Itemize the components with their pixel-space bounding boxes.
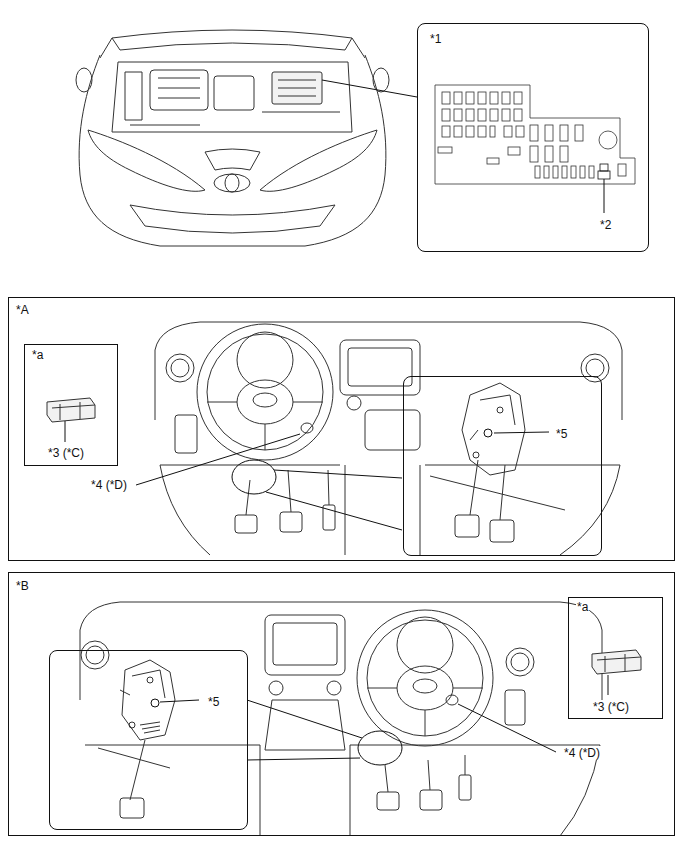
dashboard-rhd: [80, 602, 602, 836]
view-label: *A: [15, 303, 30, 317]
zoom-inset: *5: [403, 376, 602, 556]
callout-number: *4 (*D): [563, 746, 601, 760]
callout-number: *4 (*D): [90, 478, 128, 492]
callout-number: *5: [555, 427, 568, 441]
view-panel: *A *4 (*D) *a *3 (*C) *5: [8, 297, 675, 561]
view-label: *1: [429, 32, 442, 46]
dashboard-lhd: [136, 322, 622, 555]
view-label: *a: [576, 600, 589, 614]
pedal-detail-lhd: [430, 383, 565, 542]
vehicle-front: [76, 30, 417, 246]
inset-box: *a *3 (*C): [568, 597, 663, 719]
callout-number: *3 (*C): [47, 446, 85, 460]
zoom-inset: *5: [49, 650, 248, 830]
fuse-block: [435, 85, 635, 213]
callout-number: *5: [207, 695, 220, 709]
inset-box: *1 *2: [417, 23, 649, 252]
view-label: *a: [31, 348, 44, 362]
sensor-part-rhd: [592, 650, 641, 695]
view-label: *B: [15, 579, 30, 593]
view-panel: *B *4 (*D) *5 *a *3 (*C): [8, 572, 675, 836]
callout-number: *2: [599, 218, 612, 232]
callout-number: *3 (*C): [592, 700, 630, 714]
pedal-detail-rhd: [98, 660, 199, 818]
sensor-part-lhd: [47, 398, 95, 442]
inset-box: *a *3 (*C): [24, 344, 118, 466]
